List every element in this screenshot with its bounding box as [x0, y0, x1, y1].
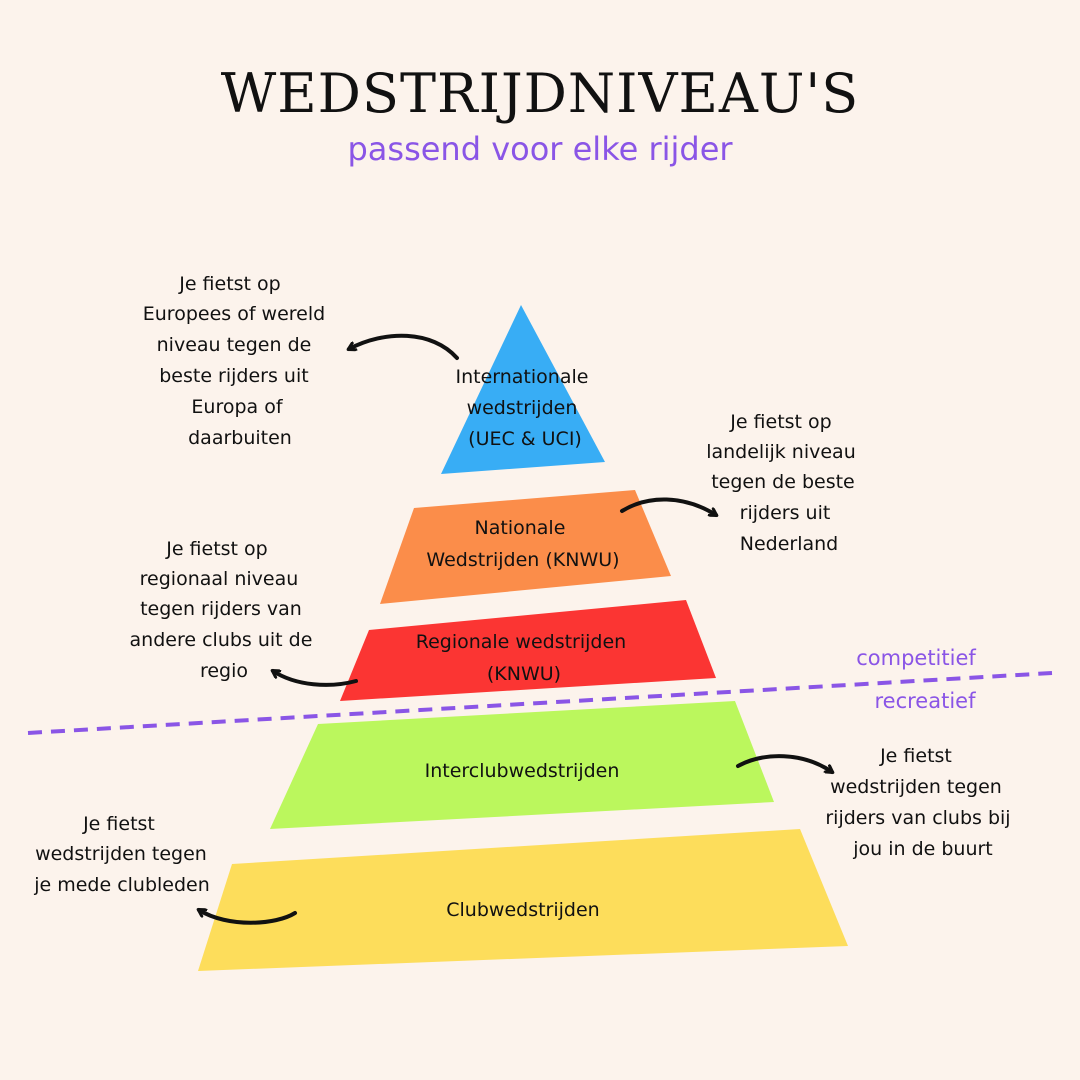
level-interclub-label: Interclubwedstrijden [425, 760, 620, 782]
level-national-label: Nationale Wedstrijden (KNWU) [426, 517, 619, 571]
divider-label-recreational: recreatief [875, 689, 977, 713]
level-national-shape [380, 490, 671, 604]
level-regional-shape [340, 600, 716, 701]
level-regional-label: Regionale wedstrijden (KNWU) [416, 631, 633, 685]
note-regional: Je fietst op regionaal niveau tegen rijd… [130, 538, 319, 682]
level-international: Internationale wedstrijden (UEC & UCI) [441, 305, 605, 474]
arrow-interclub [736, 754, 832, 772]
arrow-club [199, 910, 297, 925]
arrow-national [620, 497, 716, 515]
page-subtitle: passend voor elke rijder [347, 130, 733, 168]
level-international-shape [441, 305, 605, 474]
level-national: Nationale Wedstrijden (KNWU) [380, 490, 671, 604]
note-national: Je fietst op landelijk niveau tegen de b… [706, 411, 862, 555]
note-interclub: Je fietst wedstrijden tegen rijders van … [825, 745, 1016, 860]
arrow-regional [273, 671, 358, 687]
divider: competitief recreatief [27, 646, 1053, 735]
note-international: Je fietst op Europees of wereld niveau t… [143, 273, 332, 449]
level-interclub: Interclubwedstrijden [270, 701, 774, 829]
level-international-label: Internationale wedstrijden (UEC & UCI) [455, 366, 594, 450]
note-club: Je fietst wedstrijden tegen je mede club… [33, 813, 213, 896]
divider-line [27, 671, 1053, 735]
arrow-international [349, 333, 459, 360]
level-club-label: Clubwedstrijden [446, 899, 599, 921]
level-club-shape [198, 829, 848, 971]
level-club: Clubwedstrijden [198, 829, 848, 971]
page-title: WEDSTRIJDNIVEAU'S [220, 62, 860, 125]
divider-label-competitive: competitief [856, 646, 976, 670]
level-interclub-shape [270, 701, 774, 829]
level-regional: Regionale wedstrijden (KNWU) [340, 600, 716, 701]
